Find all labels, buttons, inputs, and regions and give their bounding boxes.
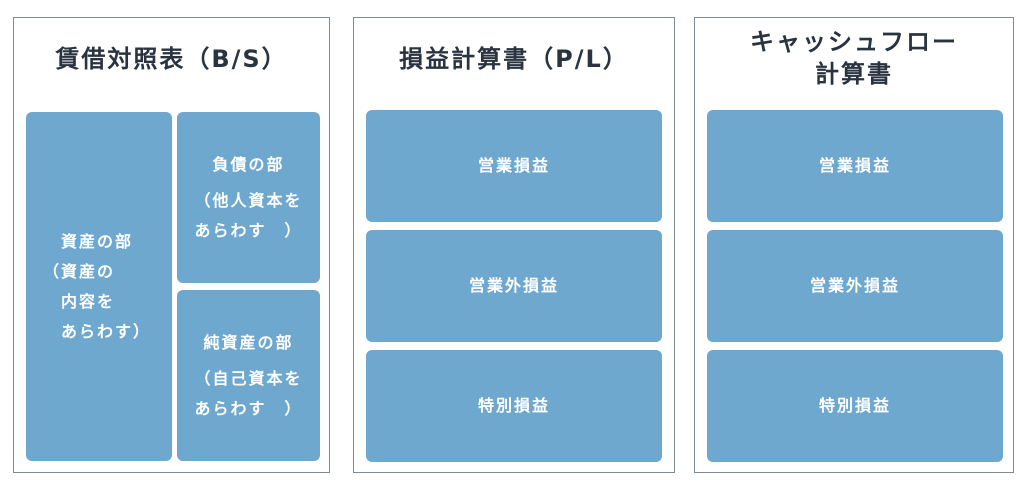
assets-desc-line2: 内容を	[60, 291, 115, 311]
liabilities-desc-line1: （他人資本を	[194, 190, 303, 210]
pl-item-non-operating-label: 営業外損益	[468, 276, 559, 295]
pl-item-operating: 営業損益	[366, 110, 662, 222]
liabilities-desc-line2: あらわす ）	[194, 220, 303, 240]
liabilities-heading: 負債の部	[212, 154, 285, 174]
cash-flow-title-line1: キャッシュフロー	[750, 28, 958, 56]
balance-sheet-panel: 賃借対照表（B/S） 資産の部 （資産の 内容を あらわす） 負債の部 （他人資…	[13, 17, 330, 473]
cash-flow-title: キャッシュフロー 計算書	[695, 26, 1013, 90]
assets-desc-line3: あらわす）	[60, 321, 151, 341]
cf-item-extraordinary-label: 特別損益	[818, 396, 891, 415]
pl-item-non-operating: 営業外損益	[366, 230, 662, 342]
cash-flow-title-line2: 計算書	[815, 60, 893, 88]
equity-heading: 純資産の部	[203, 332, 294, 352]
cash-flow-panel: キャッシュフロー 計算書 営業損益 営業外損益 特別損益	[694, 17, 1014, 473]
equity-section: 純資産の部 （自己資本を あらわす ）	[177, 290, 320, 461]
cf-item-non-operating: 営業外損益	[707, 230, 1003, 342]
cf-item-operating-label: 営業損益	[818, 156, 891, 175]
pl-item-extraordinary-label: 特別損益	[477, 396, 550, 415]
assets-section: 資産の部 （資産の 内容を あらわす）	[26, 112, 172, 461]
assets-heading: 資産の部	[60, 231, 133, 251]
balance-sheet-title: 賃借対照表（B/S）	[55, 45, 288, 73]
income-statement-title: 損益計算書（P/L）	[399, 45, 629, 73]
cf-item-non-operating-label: 営業外損益	[809, 276, 900, 295]
cf-item-operating: 営業損益	[707, 110, 1003, 222]
equity-desc-line1: （自己資本を	[194, 368, 303, 388]
income-statement-panel: 損益計算書（P/L） 営業損益 営業外損益 特別損益	[353, 17, 675, 473]
liabilities-section: 負債の部 （他人資本を あらわす ）	[177, 112, 320, 283]
assets-desc-line1: （資産の	[42, 261, 115, 281]
pl-item-operating-label: 営業損益	[477, 156, 550, 175]
equity-desc-line2: あらわす ）	[194, 398, 303, 418]
pl-item-extraordinary: 特別損益	[366, 350, 662, 462]
cf-item-extraordinary: 特別損益	[707, 350, 1003, 462]
